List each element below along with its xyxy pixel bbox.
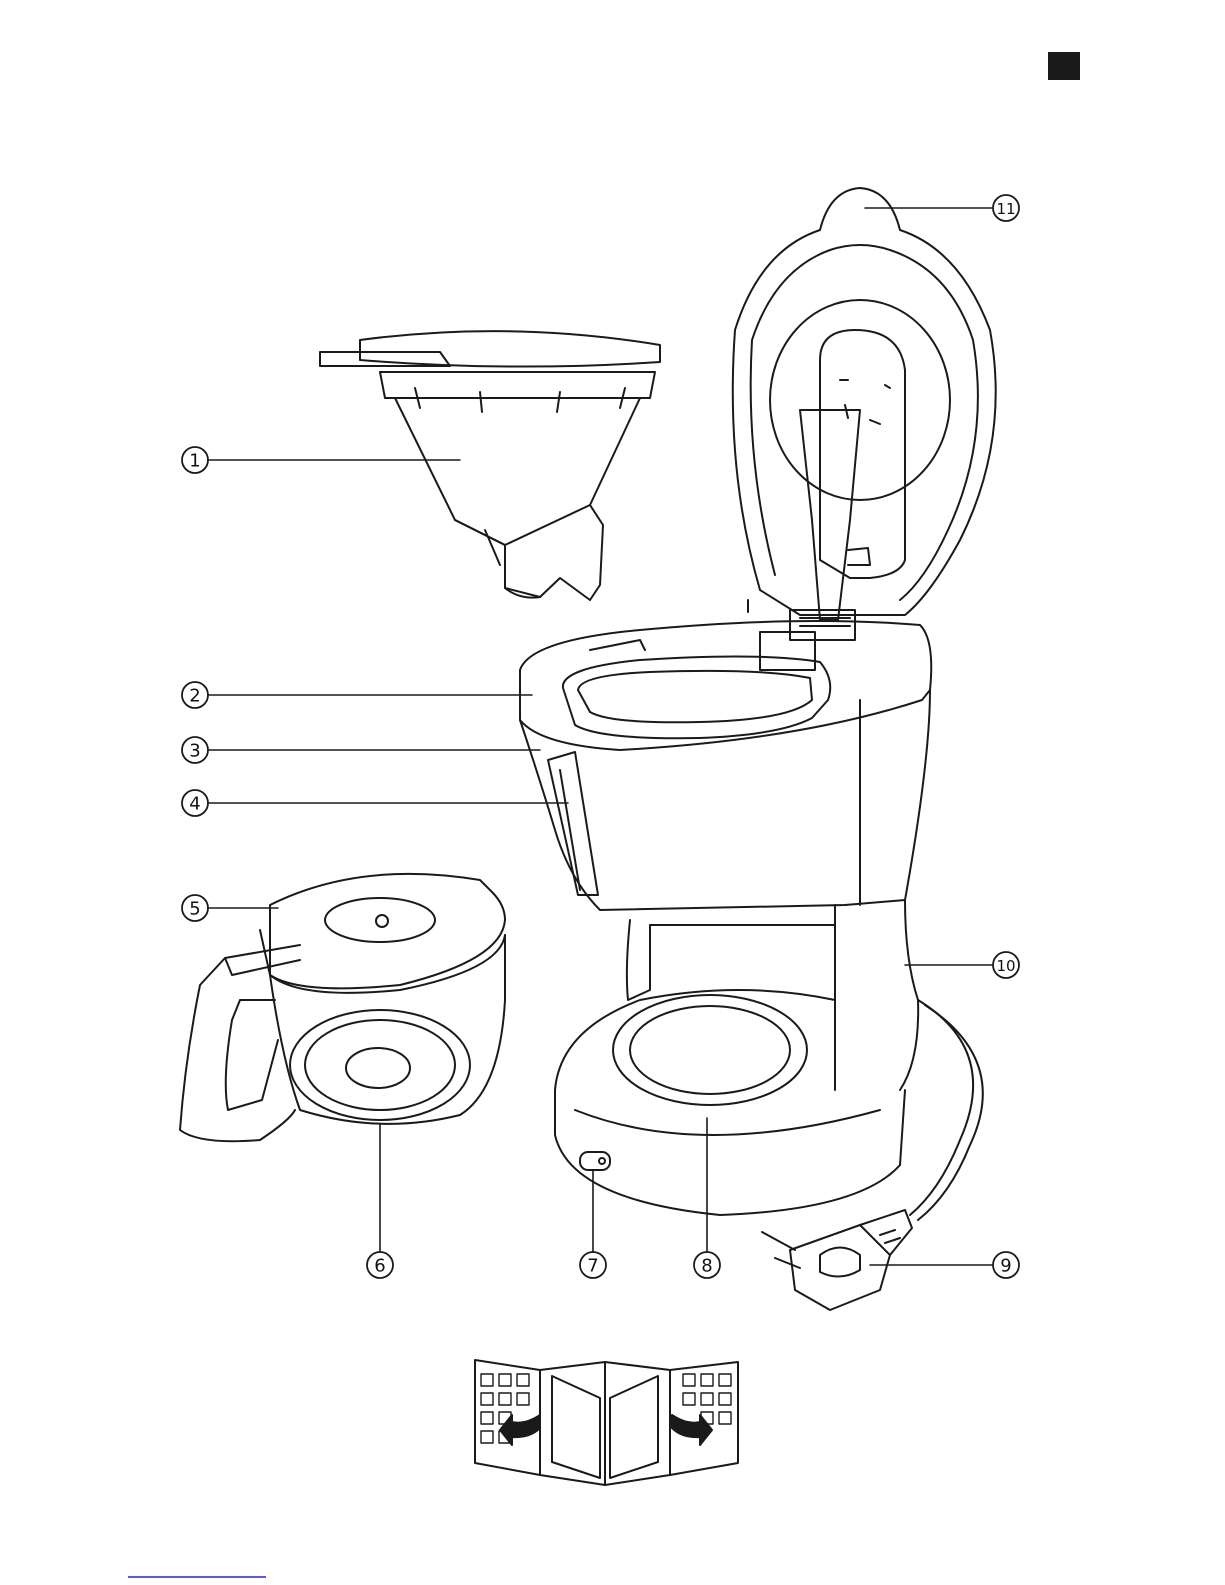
- callout-3: 3: [189, 741, 200, 762]
- page-edge-bar: [128, 1576, 266, 1578]
- coffee-jug: [180, 874, 505, 1141]
- filter-holder: [320, 331, 660, 600]
- callout-10: 10: [996, 957, 1015, 975]
- callout-5: 5: [189, 899, 200, 920]
- appliance-body: [520, 600, 983, 1220]
- callout-8: 8: [701, 1256, 712, 1277]
- callout-7: 7: [587, 1256, 598, 1277]
- callout-11: 11: [996, 200, 1015, 218]
- callout-1: 1: [189, 451, 200, 472]
- lid: [733, 188, 996, 670]
- callout-4: 4: [189, 794, 200, 815]
- callout-6: 6: [374, 1256, 385, 1277]
- callout-9: 9: [1000, 1256, 1011, 1277]
- mains-plug: [762, 1210, 912, 1310]
- callout-2: 2: [189, 686, 200, 707]
- foldout-pages-icon: [475, 1360, 738, 1485]
- callout-circles: [182, 195, 1019, 1278]
